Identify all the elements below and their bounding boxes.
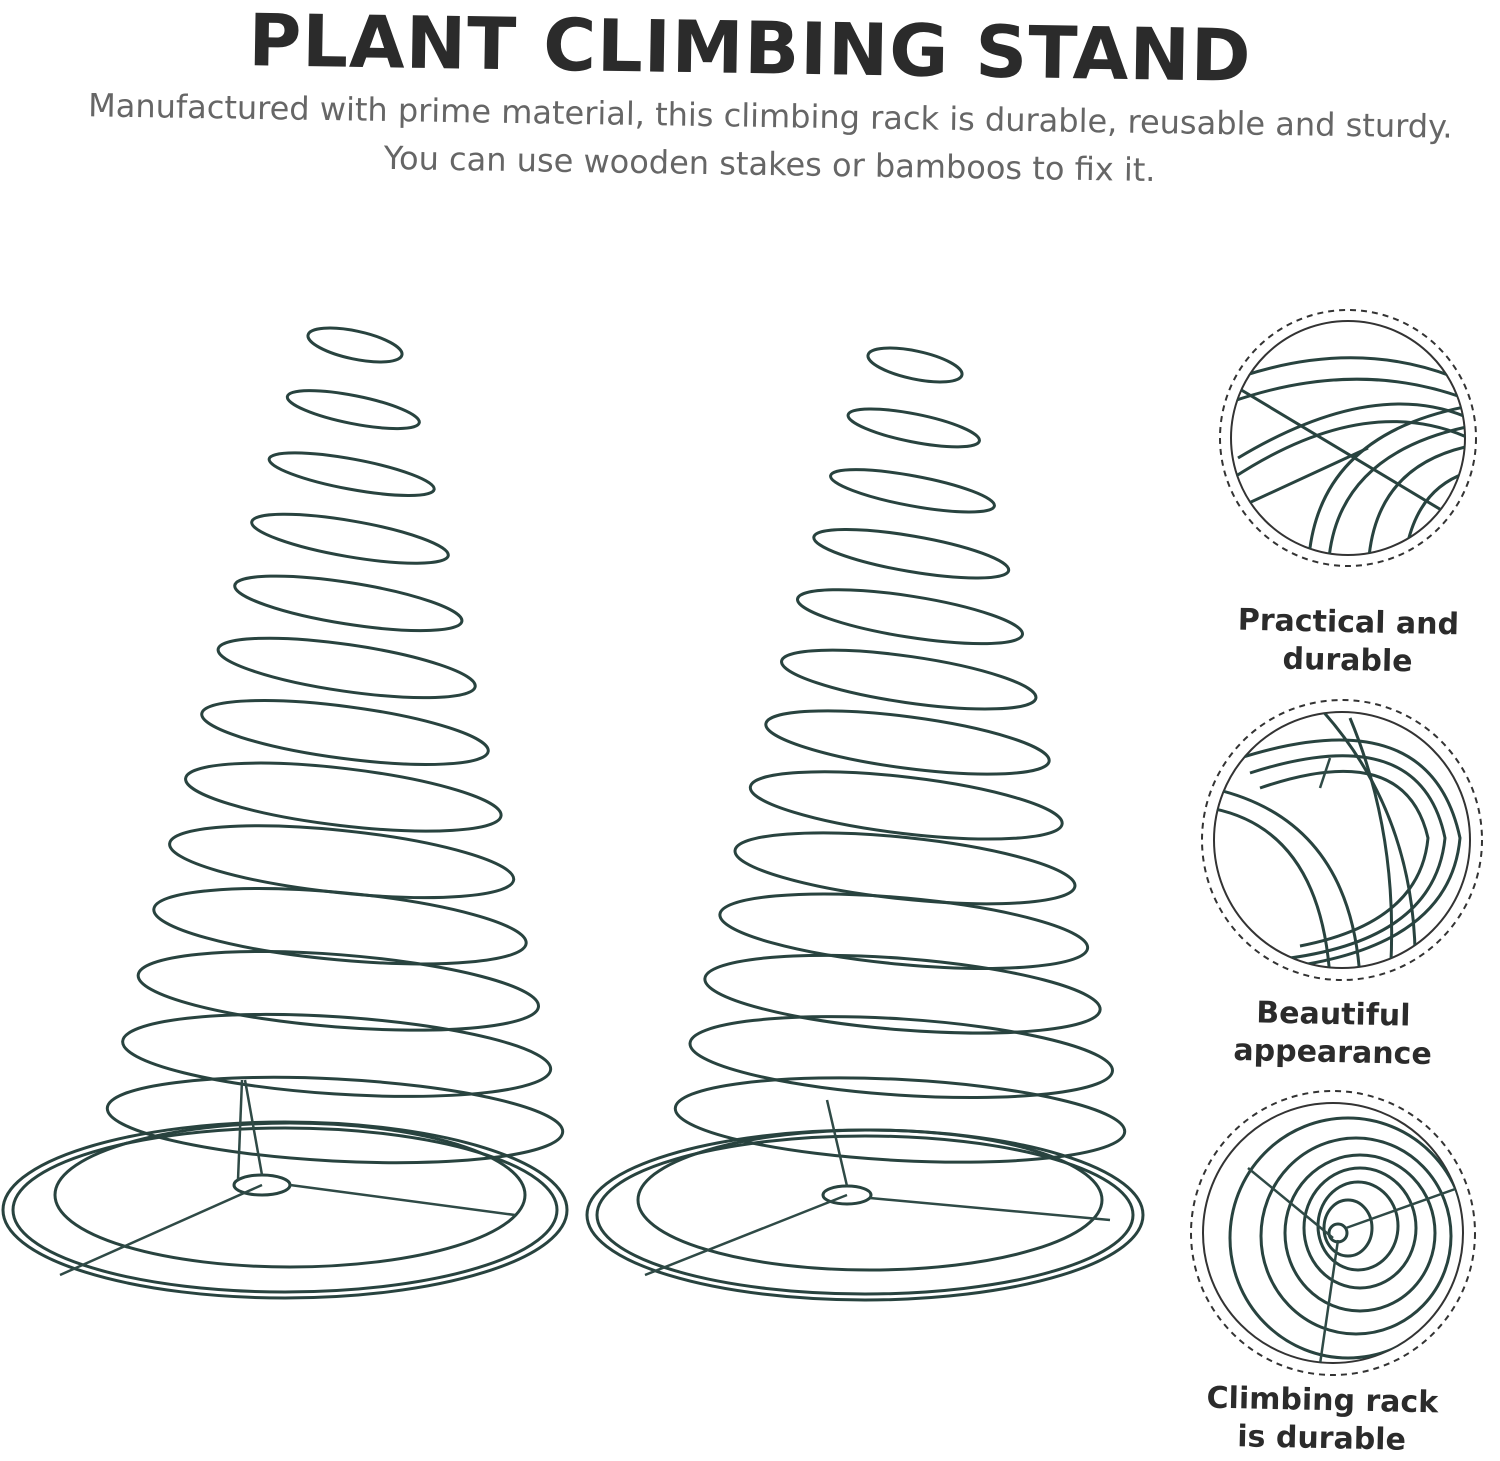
detail-closeup-wire-ends: [1219, 309, 1477, 567]
product-description: Manufactured with prime material, this c…: [39, 81, 1500, 200]
spiral-coil: [703, 953, 1102, 1035]
spiral-coil: [846, 407, 981, 449]
spiral-coil: [267, 451, 436, 497]
spiral-coil: [233, 574, 464, 633]
spiral-coil: [200, 699, 490, 766]
spiral-coil: [812, 528, 1011, 580]
spiral-coil: [152, 887, 528, 966]
feature-caption-1: Practical and durable: [1237, 602, 1460, 680]
spiral-coil: [673, 1076, 1127, 1164]
spiral-coil: [866, 346, 964, 384]
spiral-coils: [673, 346, 1127, 1164]
spiral-coil: [105, 1075, 565, 1165]
spiral-coils: [105, 326, 565, 1165]
spiral-stand-image-left: [1, 326, 569, 1300]
stand-base: [1, 1079, 569, 1300]
spiral-stand-image-right: [585, 346, 1145, 1302]
spiral-coil: [216, 636, 477, 700]
spiral-coil: [121, 1012, 553, 1098]
spiral-coil: [688, 1015, 1114, 1100]
spiral-coil: [184, 761, 503, 833]
spiral-coil: [764, 709, 1051, 776]
spiral-coil: [250, 512, 450, 565]
spiral-coil: [168, 824, 516, 900]
spiral-coil: [306, 326, 404, 364]
spiral-coil: [718, 892, 1090, 970]
feature-caption-2: Beautiful appearance: [1233, 995, 1433, 1073]
feature-caption-3: Climbing rack is durable: [1206, 1380, 1439, 1458]
spiral-coil: [136, 950, 540, 1032]
stand-base: [585, 1099, 1145, 1302]
spiral-coil: [285, 389, 421, 431]
spiral-coil: [796, 588, 1024, 646]
spiral-coil: [748, 770, 1064, 841]
spiral-coil: [829, 468, 996, 514]
spiral-coil: [780, 648, 1038, 711]
detail-closeup-spiral-curve: [1201, 699, 1483, 981]
detail-closeup-base-rings: [1190, 1090, 1476, 1376]
